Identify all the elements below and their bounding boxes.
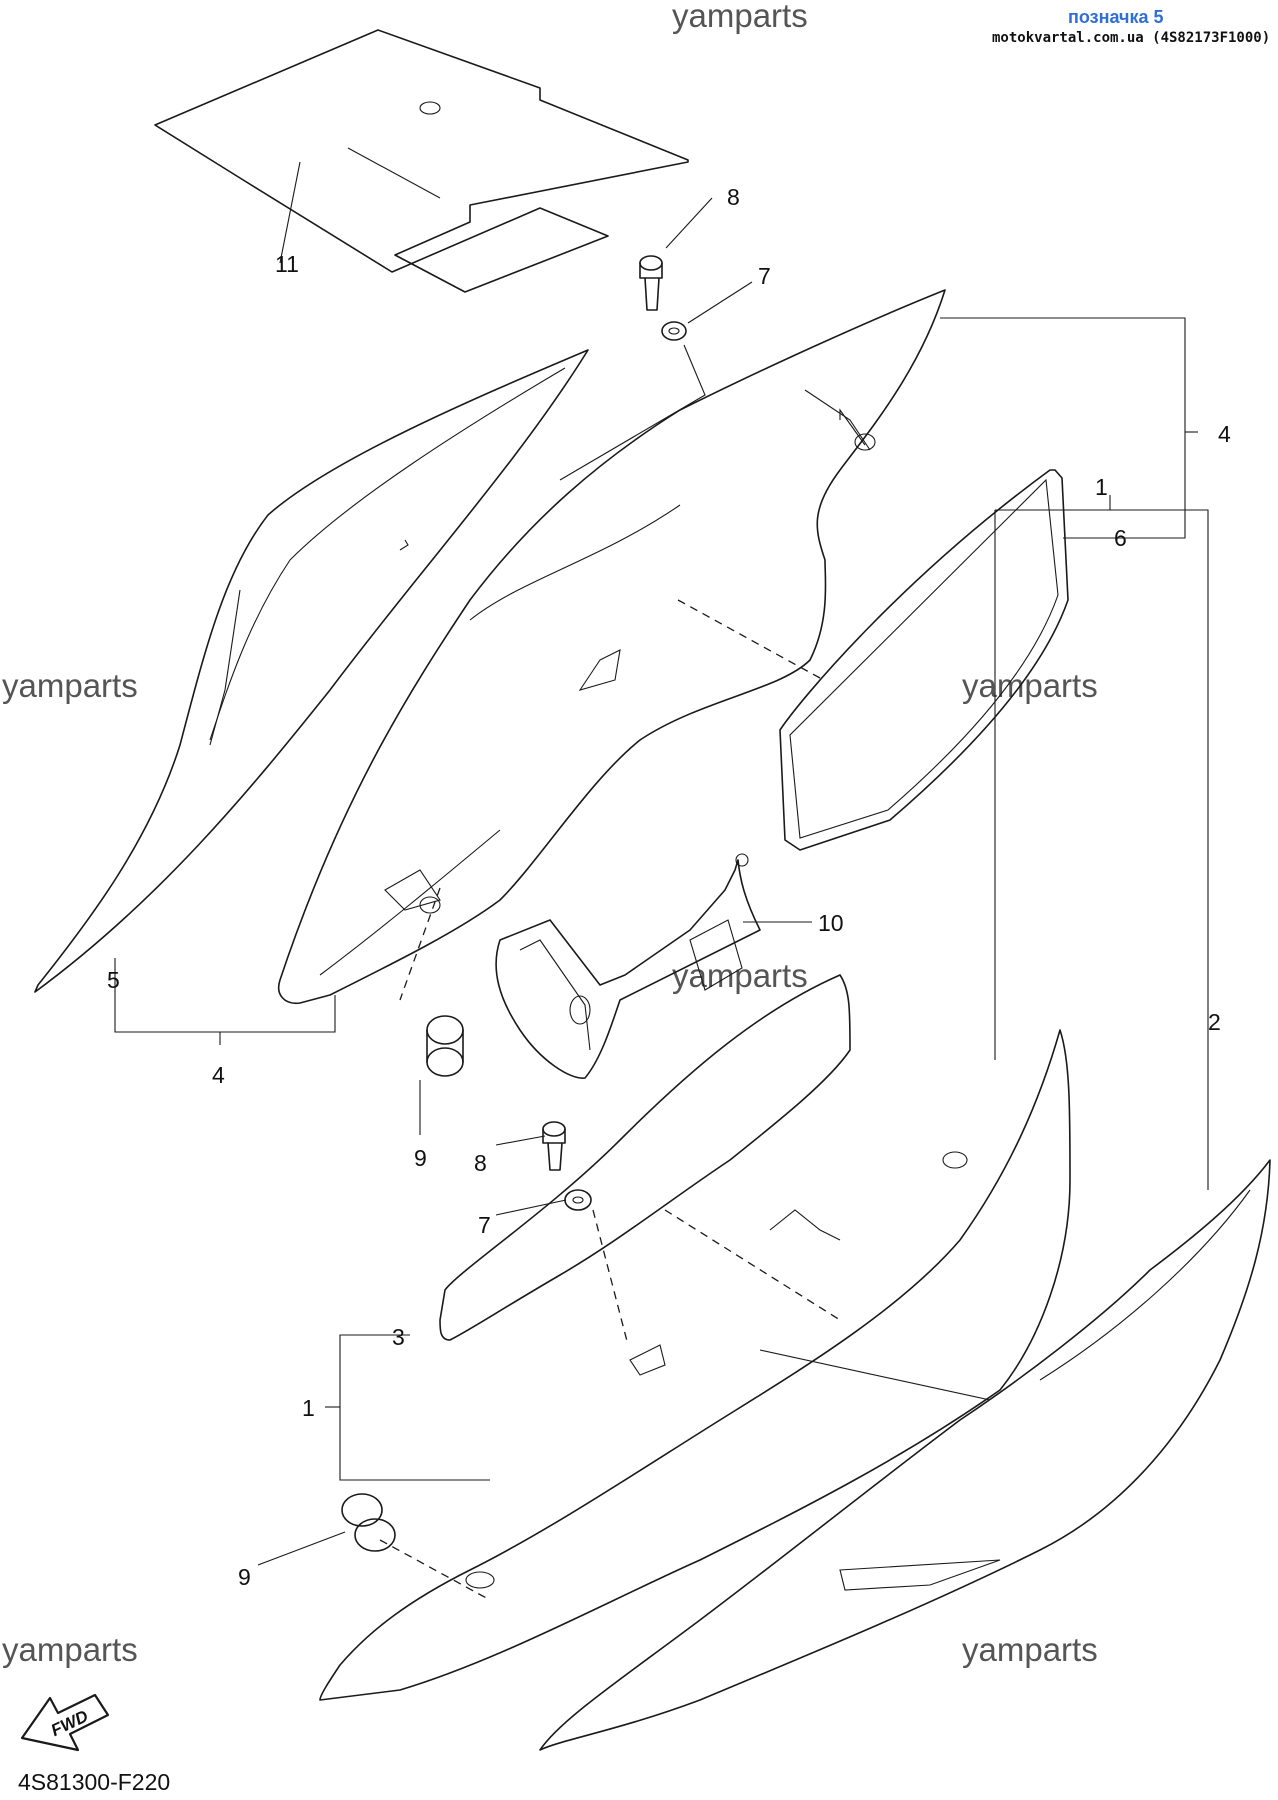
header-source: motokvartal.com.ua (4S82173F1000)	[992, 30, 1270, 46]
part-8-bolt-upper	[639, 255, 663, 311]
part-9-grommet-lower	[341, 1493, 396, 1552]
callout-8-upper: 8	[727, 184, 740, 210]
callout-8-lower: 8	[474, 1150, 487, 1176]
watermark-left: yamparts	[2, 667, 138, 704]
callout-3: 3	[392, 1324, 405, 1350]
part-7-washer-upper	[661, 321, 687, 341]
part-7-washer-lower	[564, 1189, 592, 1211]
callout-4-right: 4	[1218, 421, 1231, 447]
callout-1-right: 1	[1095, 474, 1108, 500]
watermark-top: yamparts	[672, 0, 808, 34]
part-6-pad	[779, 469, 1069, 851]
part-5-decal-left	[34, 349, 589, 993]
callout-7-lower: 7	[478, 1212, 491, 1238]
part-2-side-cover	[319, 1029, 1071, 1701]
fwd-arrow-icon: FWD	[20, 1693, 110, 1752]
header-label: позначка 5	[1068, 7, 1164, 27]
part-4-side-cover	[278, 289, 946, 1005]
watermark-bottom-left: yamparts	[2, 1631, 138, 1668]
part-10-bracket	[495, 853, 761, 1079]
watermark-bottom-right: yamparts	[962, 1631, 1098, 1668]
part-3-pad	[439, 974, 851, 1341]
part-1-decal-right	[539, 1159, 1271, 1751]
callout-5: 5	[107, 967, 120, 993]
callout-11: 11	[275, 251, 299, 277]
callout-7-upper: 7	[758, 263, 771, 289]
callout-9-upper: 9	[414, 1145, 427, 1171]
leader-lines	[114, 161, 1209, 1601]
callout-9-lower: 9	[238, 1564, 251, 1590]
part-9-grommet-upper	[426, 1015, 464, 1077]
callout-10: 10	[818, 910, 844, 936]
callout-2: 2	[1208, 1009, 1221, 1035]
callout-1-left: 1	[302, 1395, 315, 1421]
part-11-sheet	[154, 29, 689, 293]
callout-4-left: 4	[212, 1062, 225, 1088]
part-8-bolt-lower	[542, 1121, 566, 1171]
callout-6: 6	[1114, 525, 1127, 551]
diagram-code: 4S81300-F220	[18, 1769, 170, 1795]
